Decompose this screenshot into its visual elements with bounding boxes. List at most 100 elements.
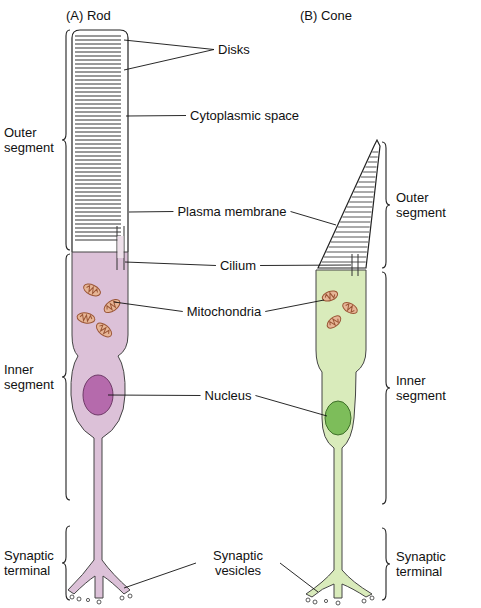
part-label: Inner segment [396, 373, 468, 403]
part-label: Nucleus [205, 388, 252, 403]
rod-cilium [117, 226, 124, 270]
segment-braces [62, 30, 390, 600]
disk-stroke [75, 119, 121, 120]
part-label: Synaptic vesicles [200, 548, 276, 578]
lamella-stroke [370, 157, 378, 158]
disk-stroke [75, 59, 121, 60]
lamella-stroke [368, 162, 378, 163]
leader-line [280, 563, 318, 592]
part-label: (B) Cone [300, 8, 352, 23]
disk-stroke [75, 63, 121, 64]
lamella-stroke [329, 247, 368, 248]
disk-stroke [75, 219, 121, 220]
leader-line [124, 563, 196, 588]
disk-stroke [75, 155, 121, 156]
disk-stroke [75, 227, 121, 228]
disk-stroke [75, 179, 121, 180]
disk-stroke [75, 231, 121, 232]
part-label: Inner segment [4, 362, 60, 392]
disk-stroke [75, 111, 121, 112]
lamella-stroke [349, 202, 372, 203]
part-label: (A) Rod [66, 8, 111, 23]
part-label: Plasma membrane [177, 204, 286, 219]
cone-lamellae [322, 152, 379, 262]
disk-stroke [75, 55, 121, 56]
part-label: Disks [218, 42, 250, 57]
leader-line [124, 40, 214, 50]
disk-stroke [75, 95, 121, 96]
disk-stroke [75, 67, 121, 68]
disk-stroke [75, 135, 121, 136]
leader-line [265, 300, 324, 312]
rod-disks [75, 36, 121, 240]
leader-line [260, 265, 351, 267]
part-label: Synaptic terminal [4, 548, 60, 578]
lamella-stroke [354, 192, 374, 193]
disk-stroke [75, 203, 121, 204]
disk-stroke [75, 71, 121, 72]
disk-stroke [75, 103, 121, 104]
lamella-stroke [342, 217, 370, 218]
disk-stroke [75, 207, 121, 208]
disk-stroke [75, 147, 121, 148]
part-label: Outer segment [4, 125, 60, 155]
part-label: Outer segment [396, 190, 468, 220]
lamella-stroke [331, 242, 368, 243]
cone-inner-segment [306, 270, 372, 598]
part-label: Mitochondria [187, 304, 261, 319]
disk-stroke [75, 175, 121, 176]
lamella-stroke [363, 172, 376, 173]
disk-stroke [75, 211, 121, 212]
lamella-stroke [333, 237, 368, 238]
disk-stroke [75, 199, 121, 200]
disk-stroke [75, 51, 121, 52]
disk-stroke [75, 87, 121, 88]
synaptic-vesicles [70, 594, 374, 605]
rod-outer-segment [72, 30, 128, 252]
lamella-stroke [326, 252, 366, 253]
lamella-stroke [324, 257, 366, 258]
disk-stroke [75, 183, 121, 184]
lamella-stroke [365, 167, 376, 168]
disk-stroke [75, 131, 121, 132]
lamella-stroke [347, 207, 372, 208]
lamella-stroke [336, 232, 370, 233]
lamella-stroke [340, 222, 370, 223]
disk-stroke [75, 159, 121, 160]
disk-stroke [75, 127, 121, 128]
disk-stroke [75, 223, 121, 224]
lamella-stroke [352, 197, 374, 198]
disk-stroke [75, 47, 121, 48]
rod-cilium-core [118, 236, 124, 258]
disk-stroke [75, 99, 121, 100]
leader-line [124, 50, 214, 71]
disk-stroke [75, 239, 121, 240]
disk-stroke [75, 215, 121, 216]
part-label: Cilium [220, 258, 256, 273]
disk-stroke [75, 115, 121, 116]
mitochondria [76, 282, 359, 340]
disk-stroke [75, 39, 121, 40]
disk-stroke [75, 195, 121, 196]
disk-stroke [75, 151, 121, 152]
lamella-stroke [372, 152, 378, 153]
lamella-stroke [356, 187, 374, 188]
rod-inner-segment [68, 252, 130, 598]
disk-stroke [75, 171, 121, 172]
cone-nucleus [325, 401, 351, 435]
leader-line [125, 262, 216, 266]
disk-stroke [75, 107, 121, 108]
disk-stroke [75, 187, 121, 188]
disk-stroke [75, 75, 121, 76]
disk-stroke [75, 79, 121, 80]
leader-line [129, 211, 173, 213]
leader-line [126, 115, 186, 117]
disk-stroke [75, 235, 121, 236]
leader-line [114, 302, 183, 312]
cone-outer-segment [318, 140, 380, 268]
lamella-stroke [338, 227, 370, 228]
lamella-stroke [361, 177, 376, 178]
disk-stroke [75, 123, 121, 124]
